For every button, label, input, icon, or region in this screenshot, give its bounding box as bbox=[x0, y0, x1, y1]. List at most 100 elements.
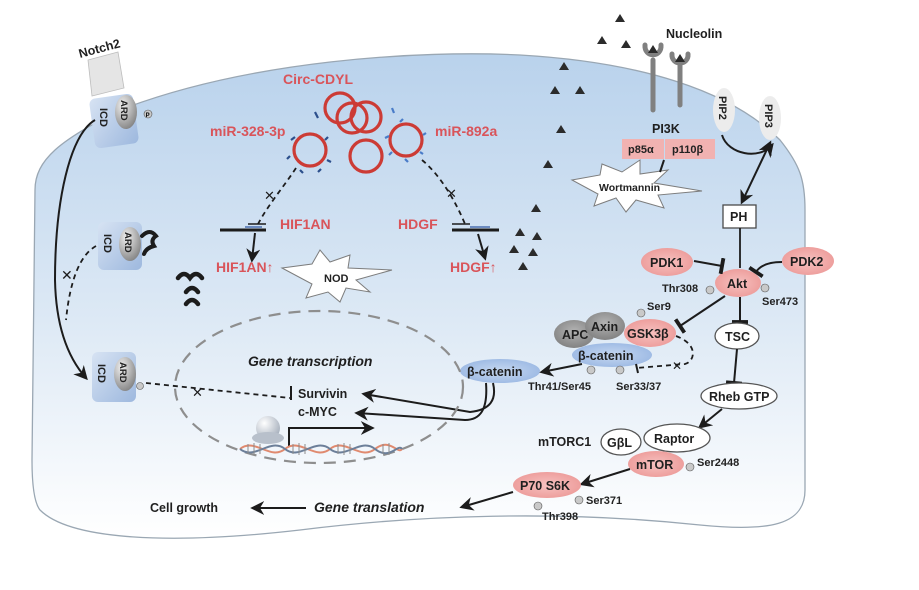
phospho-icon bbox=[636, 308, 646, 318]
hdgf-label: HDGF bbox=[398, 216, 438, 232]
hif1an-expression-arrow bbox=[246, 232, 261, 263]
nod-label: NOD bbox=[324, 273, 349, 285]
ligand-icon bbox=[531, 204, 541, 212]
gbl-label: GβL bbox=[607, 436, 632, 450]
beta-catenin-free-label: β-catenin bbox=[467, 365, 523, 379]
hif1an-up-label: HIF1AN↑ bbox=[216, 259, 274, 275]
circrna-ring-left bbox=[292, 132, 328, 168]
ligand-icon bbox=[621, 40, 631, 48]
gsk3b-label: GSK3β bbox=[627, 327, 669, 341]
gbl-node bbox=[600, 428, 642, 456]
p85a-subunit bbox=[622, 139, 664, 159]
ph-label: PH bbox=[730, 210, 747, 224]
mtor-p70-arrow bbox=[579, 468, 631, 488]
notch-icd-bound: ICD ARD bbox=[98, 222, 159, 270]
p110b-label: p110β bbox=[672, 144, 703, 156]
p70s6k-label: P70 S6K bbox=[520, 479, 570, 493]
mir-892-label: miR-892a bbox=[435, 123, 497, 139]
phospho-icon bbox=[760, 283, 770, 293]
beta-catenin-bound-node bbox=[572, 343, 652, 367]
pdk1-label: PDK1 bbox=[650, 256, 683, 270]
ligand-icon bbox=[509, 245, 519, 253]
phospho-icon bbox=[136, 382, 144, 390]
ligand-icon bbox=[532, 232, 542, 240]
notch-cleavage-arrow bbox=[53, 119, 96, 381]
p85a-label: p85α bbox=[628, 144, 654, 156]
pdk2-akt-edge bbox=[748, 261, 783, 279]
thr41-label: Thr41/Ser45 bbox=[528, 381, 591, 393]
block-mark: ✕ bbox=[264, 188, 275, 203]
akt-gsk3b-inhibit bbox=[673, 295, 726, 334]
pip3-label: PIP3 bbox=[762, 104, 774, 128]
ligand-icon bbox=[515, 228, 525, 236]
ligand-icon bbox=[615, 14, 625, 22]
hif1an-molecule-icon bbox=[175, 271, 205, 282]
pi3k-label: PI3K bbox=[652, 122, 680, 136]
ard-label-3: ARD bbox=[117, 362, 128, 383]
block-mark: ✕ bbox=[61, 267, 73, 283]
ard-domain-3 bbox=[114, 357, 136, 391]
wortmannin-inhibits-pi3k bbox=[659, 159, 665, 173]
ligand-icon bbox=[518, 262, 528, 270]
p110b-subunit bbox=[665, 139, 715, 159]
pdk1-node bbox=[641, 248, 693, 276]
cmyc-label: c-MYC bbox=[298, 405, 337, 419]
notch-icd-free: ICD ARD bbox=[92, 352, 144, 402]
p70-translation-arrow bbox=[459, 491, 514, 511]
block-mark: ✕ bbox=[672, 359, 682, 373]
ligand-icon bbox=[597, 36, 607, 44]
survivin-label: Survivin bbox=[298, 387, 347, 401]
ser371-label: Ser371 bbox=[586, 495, 622, 507]
hdgf-mrna bbox=[452, 223, 499, 232]
nucleolin-receptor bbox=[642, 42, 691, 113]
mtor-node bbox=[628, 451, 684, 477]
ligand-icon bbox=[556, 125, 566, 133]
mtor-label: mTOR bbox=[636, 458, 673, 472]
nod-star-icon: NOD bbox=[280, 249, 393, 303]
beta-catenin-free-node bbox=[460, 359, 540, 383]
ser473-label: Ser473 bbox=[762, 296, 798, 308]
circ-cdyl-title: Circ-CDYL bbox=[283, 71, 353, 87]
icd-label-3: ICD bbox=[95, 364, 107, 383]
ard-label-2: ARD bbox=[122, 232, 133, 253]
pip3-ph-arrow bbox=[740, 140, 772, 205]
notch-transcription-blocked bbox=[145, 382, 291, 399]
circrna-ring bbox=[349, 100, 383, 134]
ser2448-label: Ser2448 bbox=[697, 457, 739, 469]
ard-domain-2 bbox=[119, 227, 141, 261]
bcat-cmyc-arrow bbox=[354, 382, 488, 422]
wortmannin-label: Wortmannin bbox=[599, 182, 660, 194]
block-mark: ✕ bbox=[192, 385, 203, 400]
tsc-rheb-inhibit bbox=[725, 348, 743, 386]
phospho-icon bbox=[685, 462, 695, 472]
hif1an-mrna bbox=[220, 223, 266, 232]
block-mark: ✕ bbox=[446, 186, 457, 201]
tsc-label: TSC bbox=[725, 330, 750, 344]
pdk2-node bbox=[782, 247, 834, 275]
thr398-label: Thr398 bbox=[542, 511, 578, 523]
phospho-icon bbox=[533, 501, 543, 511]
bcat-degradation-bar bbox=[635, 363, 639, 374]
mir892-hdgf-blocked bbox=[421, 159, 466, 225]
ard-domain-1 bbox=[115, 95, 137, 129]
circrna-ring-right bbox=[388, 122, 424, 158]
mirna-892-sponge bbox=[384, 107, 427, 163]
axin-label: Axin bbox=[591, 320, 618, 334]
hdgf-up-label: HDGF↑ bbox=[450, 259, 497, 275]
apc-label: APC bbox=[562, 328, 588, 342]
phospho-icon bbox=[586, 365, 596, 375]
pdk2-label: PDK2 bbox=[790, 255, 823, 269]
ligand-icon bbox=[575, 86, 585, 94]
ligand-icon bbox=[559, 62, 569, 70]
ligand-icon bbox=[550, 86, 560, 94]
thr308-label: Thr308 bbox=[662, 283, 698, 295]
gsk3b-bcat-blocked bbox=[635, 335, 694, 369]
bcat-survivin-arrow bbox=[361, 382, 495, 414]
icd-label-1: ICD bbox=[97, 108, 109, 127]
gene-transcription-title: Gene transcription bbox=[248, 353, 372, 369]
phospho-icon bbox=[615, 365, 625, 375]
icd-label-2: ICD bbox=[101, 234, 113, 253]
mir-328-label: miR-328-3p bbox=[210, 123, 285, 139]
hif1an-molecule-icon bbox=[183, 297, 201, 307]
pip3-node bbox=[759, 96, 781, 140]
